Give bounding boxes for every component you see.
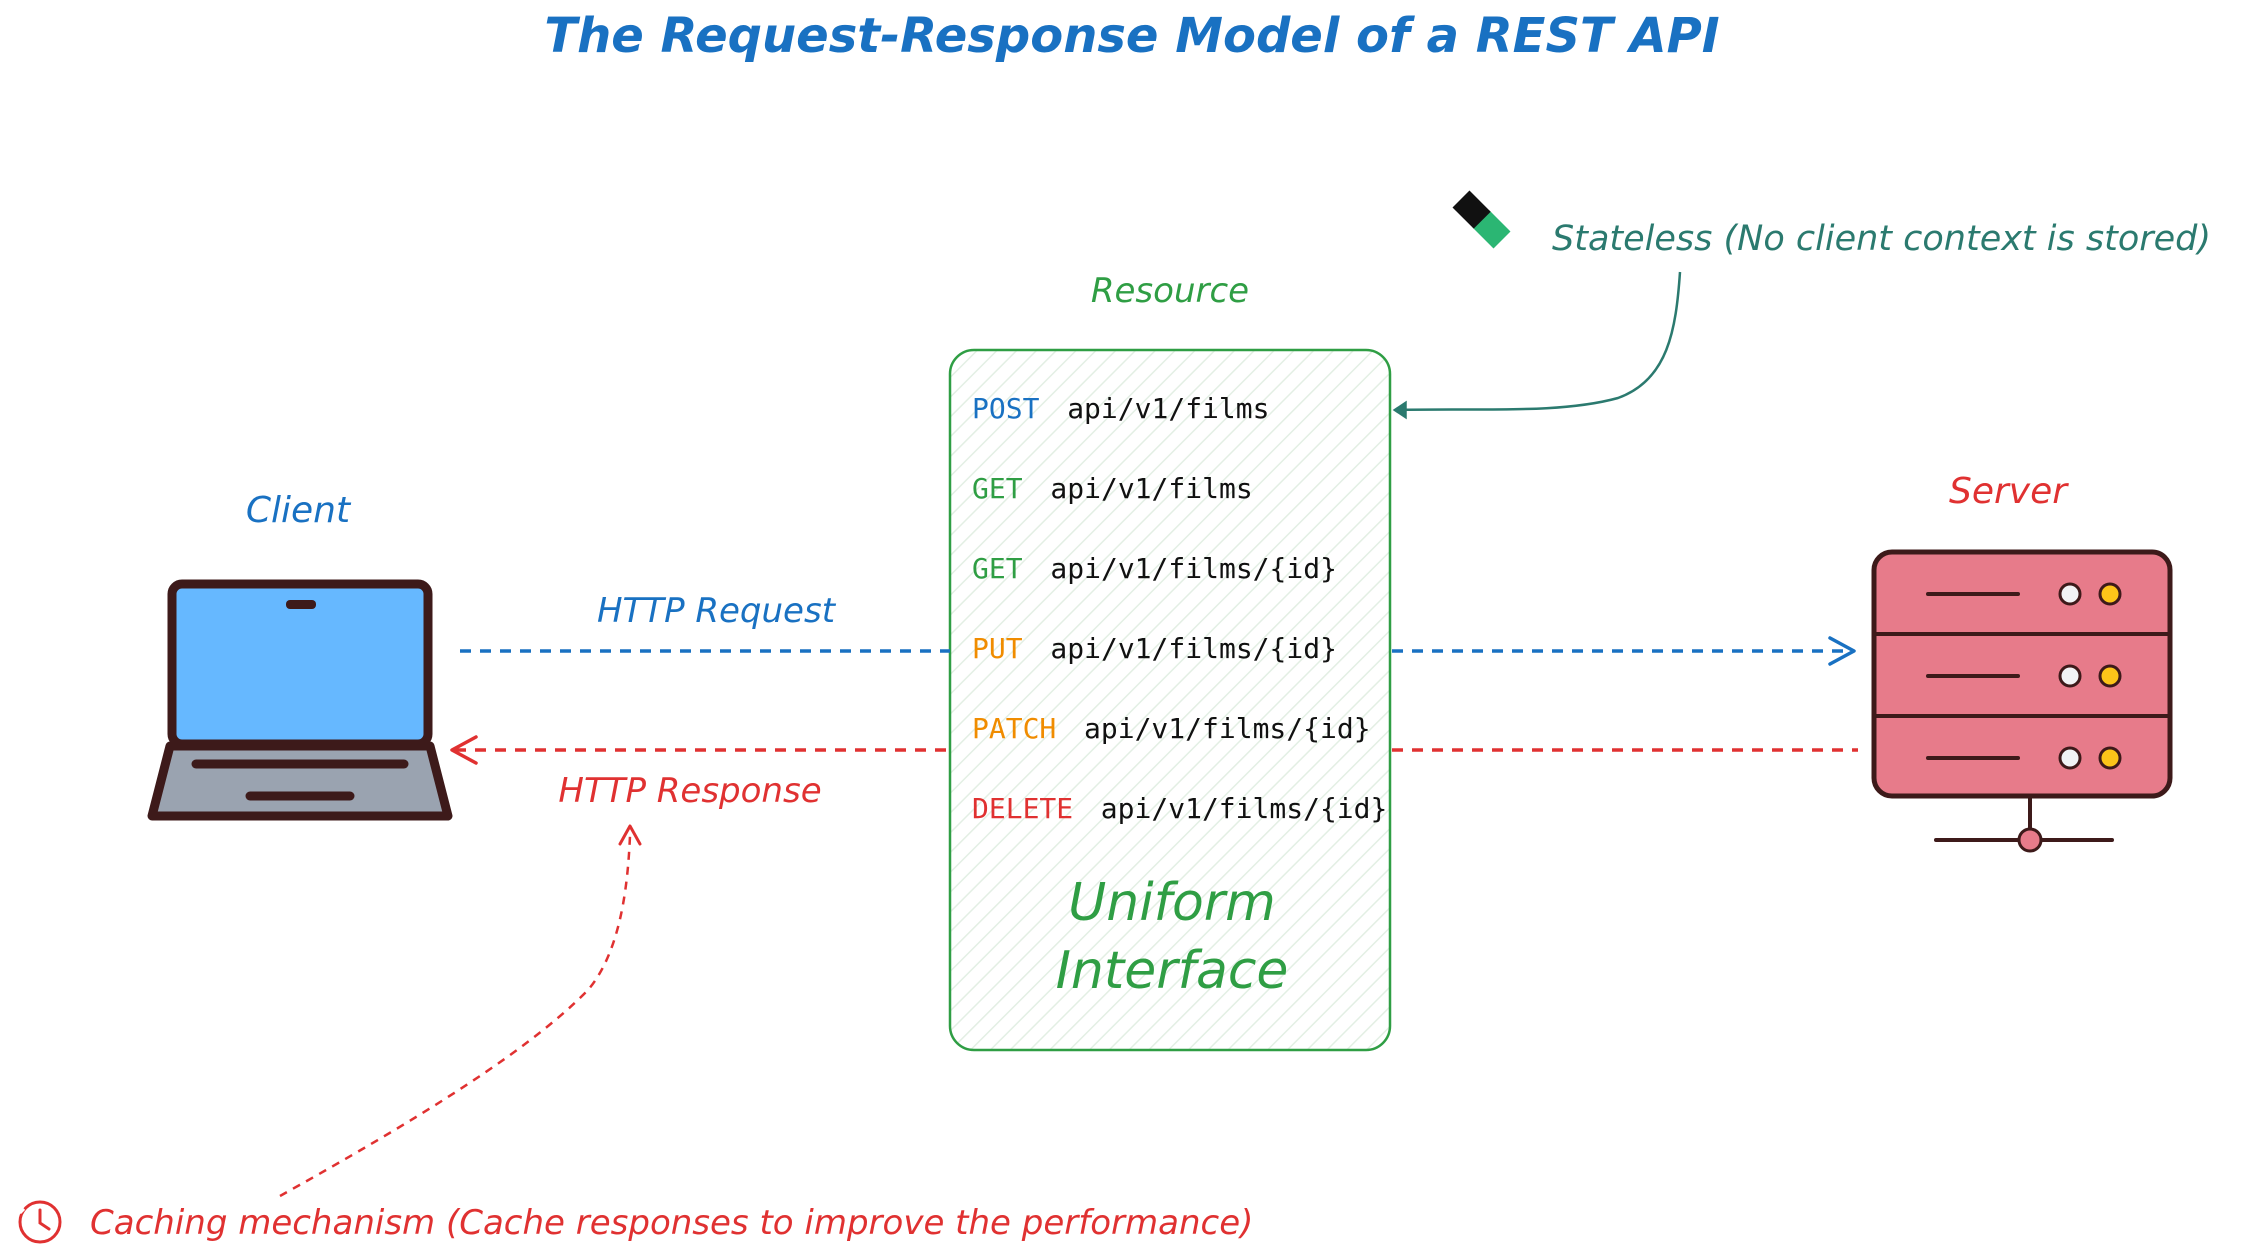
endpoint-row: PATCH api/v1/films/{id} xyxy=(972,712,1371,745)
caching-annotation: Caching mechanism (Cache responses to im… xyxy=(90,1203,1253,1243)
http-response-arrow xyxy=(450,735,1858,765)
server-label: Server xyxy=(1949,471,2069,512)
endpoint-path: api/v1/films/{id} xyxy=(1101,792,1388,825)
uniform-interface-line2: Interface xyxy=(1056,941,1289,1001)
server-icon xyxy=(1871,549,2173,853)
http-response-label: HTTP Response xyxy=(558,771,821,811)
page-title: The Request-Response Model of a REST API xyxy=(544,8,1719,64)
endpoint-method: PUT xyxy=(972,632,1023,665)
laptop-icon xyxy=(147,579,453,821)
endpoint-path: api/v1/films/{id} xyxy=(1050,552,1337,585)
endpoint-method: GET xyxy=(972,472,1023,505)
caching-arrow xyxy=(279,824,642,1198)
client-label: Client xyxy=(246,490,352,531)
endpoint-method: POST xyxy=(972,392,1040,425)
resource-box xyxy=(948,348,1392,1052)
stateless-annotation: Stateless (No client context is stored) xyxy=(1552,219,2211,259)
stateless-arrow xyxy=(1392,271,1682,420)
endpoint-method: PATCH xyxy=(972,712,1056,745)
endpoint-method: GET xyxy=(972,552,1023,585)
endpoint-row: DELETE api/v1/films/{id} xyxy=(972,792,1387,825)
endpoint-row: GET api/v1/films/{id} xyxy=(972,552,1337,585)
endpoint-row: POST api/v1/films xyxy=(972,392,1269,425)
resource-label: Resource xyxy=(1091,271,1249,311)
http-request-arrow xyxy=(460,636,1856,666)
endpoint-path: api/v1/films/{id} xyxy=(1084,712,1371,745)
endpoint-path: api/v1/films xyxy=(1050,472,1252,505)
clock-icon xyxy=(14,1200,62,1244)
endpoint-path: api/v1/films xyxy=(1067,392,1269,425)
endpoint-method: DELETE xyxy=(972,792,1073,825)
endpoint-row: PUT api/v1/films/{id} xyxy=(972,632,1337,665)
uniform-interface-line1: Uniform xyxy=(1068,873,1276,933)
endpoint-row: GET api/v1/films xyxy=(972,472,1253,505)
http-request-label: HTTP Request xyxy=(597,591,837,631)
endpoint-path: api/v1/films/{id} xyxy=(1050,632,1337,665)
eraser-icon xyxy=(1452,190,1511,249)
